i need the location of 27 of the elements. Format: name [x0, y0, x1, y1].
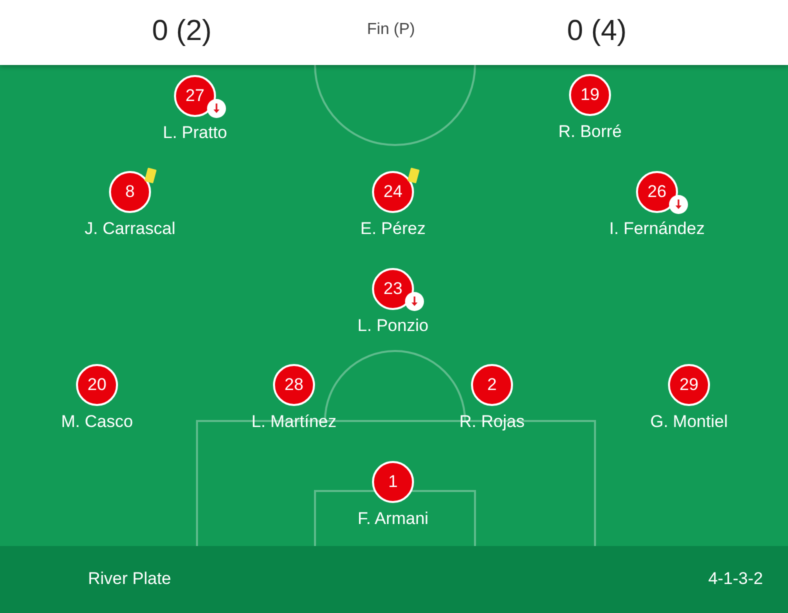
player-name: L. Pratto — [162, 122, 228, 143]
player-name: R. Borré — [558, 121, 622, 142]
player-name: E. Pérez — [360, 218, 426, 239]
player-name: I. Fernández — [609, 218, 705, 239]
player-number: 24 — [384, 182, 402, 202]
player-name: F. Armani — [358, 508, 428, 529]
player-number: 29 — [680, 375, 698, 395]
away-score: 0 (4) — [567, 14, 627, 49]
player-name: J. Carrascal — [84, 218, 176, 239]
player-number: 1 — [388, 472, 398, 492]
formation-label: 4-1-3-2 — [708, 568, 763, 590]
home-score: 0 (2) — [152, 14, 212, 49]
team-name: River Plate — [88, 568, 172, 590]
player-name: L. Ponzio — [358, 315, 428, 336]
player-number: 23 — [384, 279, 402, 299]
player-name: R. Rojas — [459, 411, 525, 432]
player-name: L. Martínez — [251, 411, 337, 432]
player-number: 2 — [487, 375, 497, 395]
player-name: G. Montiel — [650, 411, 728, 432]
player-number: 8 — [125, 182, 135, 202]
player-name: M. Casco — [61, 411, 133, 432]
player-number: 26 — [648, 182, 666, 202]
player-number: 19 — [580, 85, 600, 105]
player-number: 27 — [186, 86, 204, 106]
player-number: 20 — [88, 375, 106, 395]
match-status: Fin (P) — [367, 20, 415, 40]
player-number: 28 — [284, 375, 304, 395]
